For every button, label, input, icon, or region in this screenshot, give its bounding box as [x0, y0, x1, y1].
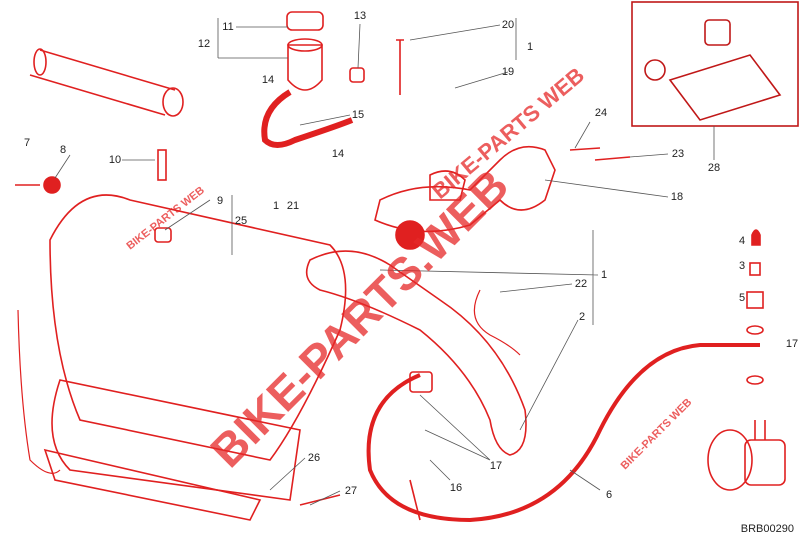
callout-21: 21	[286, 200, 300, 212]
callout-14: 14	[261, 74, 275, 86]
clutch-lever	[305, 250, 527, 456]
callout-1: 1	[600, 269, 608, 281]
callout-18: 18	[670, 191, 684, 203]
callout-4: 4	[738, 235, 746, 247]
svg-text:BIKE-PARTS.WEB: BIKE-PARTS.WEB	[200, 159, 518, 477]
fluid-reservoir	[286, 11, 365, 91]
callout-11: 11	[222, 21, 234, 33]
callout-16: 16	[449, 482, 463, 494]
callout-10: 10	[108, 154, 122, 166]
clutch-hose	[366, 343, 760, 523]
callout-15: 15	[351, 109, 365, 121]
bolt-20	[396, 39, 404, 95]
callout-24: 24	[594, 107, 608, 119]
callout-26: 26	[307, 452, 321, 464]
svg-text:BIKE-PARTS WEB: BIKE-PARTS WEB	[619, 396, 695, 472]
callout-14: 14	[331, 148, 345, 160]
handlebar-grip	[29, 48, 184, 117]
callout-1: 1	[272, 200, 280, 212]
callout-5: 5	[738, 292, 746, 304]
reservoir-hose	[261, 89, 354, 148]
leader-lines	[54, 18, 715, 506]
callout-9: 9	[216, 195, 224, 207]
callout-20: 20	[501, 19, 515, 31]
callout-6: 6	[605, 489, 613, 501]
master-cylinder	[374, 145, 556, 250]
callout-7: 7	[23, 137, 31, 149]
callout-19: 19	[501, 66, 515, 78]
diagram-code: BRB00290	[740, 523, 794, 535]
callout-3: 3	[738, 260, 746, 272]
callout-27: 27	[344, 485, 358, 497]
callout-28: 28	[707, 162, 721, 174]
callout-2: 2	[578, 311, 586, 323]
callout-1: 1	[526, 41, 534, 53]
switch-wire	[473, 289, 521, 356]
callout-17: 17	[785, 338, 799, 350]
switch-housing	[43, 194, 347, 521]
callout-12: 12	[197, 38, 211, 50]
callout-25: 25	[234, 215, 248, 227]
callout-8: 8	[59, 144, 67, 156]
slave-cylinder	[707, 420, 786, 491]
bleeder-stack	[746, 229, 764, 385]
inset-kit-box	[631, 1, 799, 127]
callout-23: 23	[671, 148, 685, 160]
callout-17: 17	[489, 460, 503, 472]
callout-13: 13	[353, 10, 367, 22]
sensor-wire	[17, 309, 61, 474]
callout-22: 22	[574, 278, 588, 290]
